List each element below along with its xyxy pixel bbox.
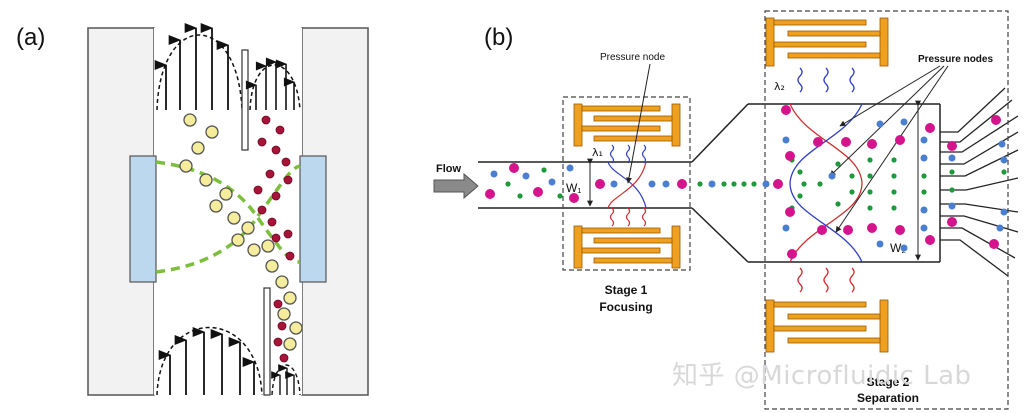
panel-b-label: (b) — [484, 24, 514, 51]
outlet-flow-profile-main — [156, 326, 263, 396]
stage2-bottom-transducer — [765, 299, 889, 353]
pressure-node-label: Pressure node — [600, 52, 665, 63]
large-particles — [179, 113, 303, 351]
inlet-flow-profile-side — [245, 57, 301, 111]
left-transducer — [129, 155, 157, 283]
stage1-box — [562, 96, 691, 271]
inlet-flow-profile-main — [154, 22, 243, 111]
pressure-nodes-arrows — [829, 65, 949, 233]
separated-particles — [781, 105, 1008, 259]
focused-particles — [595, 179, 783, 189]
stage1-bottom-transducer — [573, 225, 681, 269]
stage2-standing-wave — [789, 103, 863, 263]
stage1-title: Stage 1 — [605, 283, 648, 297]
stage1-top-transducer — [573, 103, 681, 147]
watermark: 知乎 @Microfluidic Lab — [672, 361, 972, 391]
stage1-blue-waves — [609, 144, 647, 164]
flow-label: Flow — [436, 163, 461, 175]
outlet-flow-profile-side — [271, 364, 301, 396]
right-transducer — [299, 155, 327, 283]
stage1-red-waves — [609, 207, 647, 227]
stage2-title: Stage 2 — [867, 375, 910, 389]
pressure-node-arrow — [626, 63, 651, 184]
stage2-red-waves — [797, 267, 855, 293]
stage2-top-transducer — [765, 17, 889, 67]
stage2-box — [764, 10, 1009, 410]
splitter-top — [241, 49, 249, 151]
flow-arrow — [433, 172, 479, 200]
channel-outline — [478, 103, 941, 263]
inlet-particles — [485, 163, 579, 203]
panel-b: Flow — [433, 10, 1019, 410]
w1-label: W₁ — [566, 181, 581, 195]
lambda1-label: λ₁ — [592, 146, 603, 159]
small-particles — [253, 115, 295, 363]
lambda2-label: λ₂ — [774, 80, 785, 93]
outlet-branches — [940, 87, 1019, 277]
splitter-bottom — [263, 287, 271, 396]
panel-a-label: (a) — [16, 24, 46, 51]
pressure-nodes-label: Pressure nodes — [918, 54, 993, 65]
stage2-blue-waves — [797, 67, 855, 93]
stage1-subtitle: Focusing — [599, 300, 652, 314]
w2-label: W₂ — [890, 241, 906, 255]
stage2-subtitle: Separation — [857, 391, 919, 405]
panel-a — [87, 22, 369, 396]
